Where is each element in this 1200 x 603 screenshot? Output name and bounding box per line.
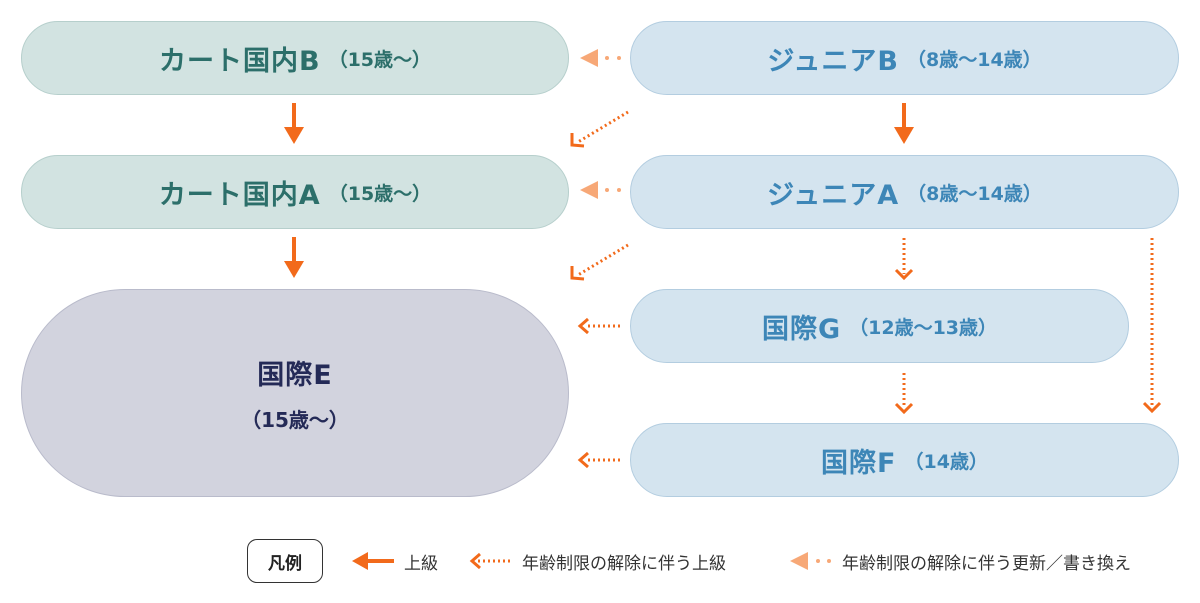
age-release-arrow-junior-a-to-intl-e [570,243,629,281]
node-international-g: 国際G （12歳〜13歳） [630,289,1129,363]
node-title: 国際F [821,447,897,479]
age-release-arrow-intl-f-to-intl-e [577,451,620,469]
age-release-arrow-intl-g-to-intl-f [894,373,914,415]
legend-solid-arrow-icon [352,552,394,570]
node-international-e: 国際E （15歳〜） [21,289,569,497]
node-age: （15歳〜） [241,408,349,432]
legend-title: 凡例 [247,539,323,583]
node-junior-b: ジュニアB （8歳〜14歳） [630,21,1179,95]
age-release-arrow-intl-g-to-intl-e [577,317,620,335]
node-age: （15歳〜） [328,48,432,71]
node-kart-domestic-b: カート国内B （15歳〜） [21,21,569,95]
upgrade-arrow-kart-a-to-intl-e [284,237,304,278]
legend-dotted-arrow-icon [469,552,512,570]
node-title: カート国内A [158,179,321,211]
node-age: （14歳） [904,450,988,473]
node-title: ジュニアA [767,179,900,211]
upgrade-arrow-junior-b-to-junior-a [894,103,914,144]
legend-rename-arrow-icon [790,552,831,570]
node-age: （8歳〜14歳） [907,182,1042,205]
node-age: （15歳〜） [328,182,432,205]
node-title: ジュニアB [767,45,900,77]
node-title: カート国内B [158,45,321,77]
legend-label-age-release-upgrade: 年齢制限の解除に伴う上級 [522,554,726,574]
node-age: （12歳〜13歳） [849,316,998,339]
age-release-arrow-junior-a-to-intl-g [894,238,914,281]
node-junior-a: ジュニアA （8歳〜14歳） [630,155,1179,229]
rename-arrow-junior-b-to-kart-b [580,49,621,67]
node-title: 国際E [257,360,333,391]
node-age: （8歳〜14歳） [907,48,1042,71]
age-release-arrow-junior-b-to-kart-a [570,110,629,148]
upgrade-arrow-kart-b-to-kart-a [284,103,304,144]
legend-label-age-release-rename: 年齢制限の解除に伴う更新／書き換え [842,554,1131,574]
node-title: 国際G [761,313,842,345]
legend-label-upgrade: 上級 [404,554,438,574]
rename-arrow-junior-a-to-kart-a [580,181,621,199]
node-kart-domestic-a: カート国内A （15歳〜） [21,155,569,229]
node-international-f: 国際F （14歳） [630,423,1179,497]
age-release-arrow-junior-a-to-intl-f [1142,238,1162,414]
